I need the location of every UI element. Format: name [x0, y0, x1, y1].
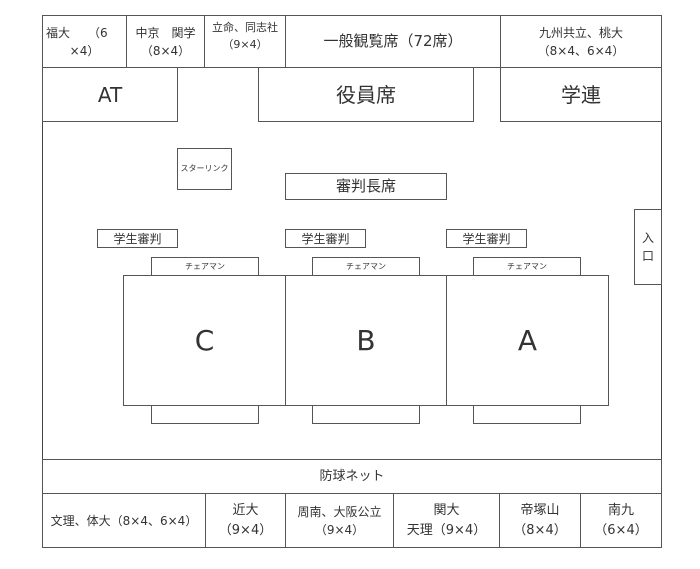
- label: 入: [641, 231, 654, 245]
- label: 九州共立、桃大: [538, 25, 623, 40]
- label: 帝塚山: [520, 503, 560, 518]
- seat-kyushu: 九州共立、桃大 （8×4、6×4）: [500, 15, 662, 68]
- label: （8×4）: [140, 43, 191, 58]
- seat-kindai: 近大 （9×4）: [205, 493, 286, 548]
- court-c: C: [123, 275, 286, 406]
- bench-a: [473, 405, 581, 424]
- label: ×4）: [69, 43, 100, 58]
- general-seating: 一般観覧席（72席）: [285, 15, 501, 68]
- court-a: A: [446, 275, 609, 406]
- bench-b: [312, 405, 420, 424]
- student-referee-a: 学生審判: [446, 229, 527, 248]
- label: （9×4）: [314, 522, 365, 537]
- seat-bunri-taidai: 文理、体大（8×4、6×4）: [42, 493, 206, 548]
- bench-c: [151, 405, 259, 424]
- chairman-b: チェアマン: [312, 257, 420, 276]
- entrance: 入 口: [634, 209, 662, 285]
- officials-seat: 役員席: [258, 67, 474, 122]
- seat-tezukayama: 帝塚山 （8×4）: [499, 493, 581, 548]
- label: 中京 関学: [135, 25, 196, 40]
- label: 近大: [232, 503, 259, 518]
- label: 南九: [607, 503, 634, 518]
- student-referee-c: 学生審判: [97, 229, 178, 248]
- chairman-c: チェアマン: [151, 257, 259, 276]
- seat-ritsumei: 立命、同志社 （9×4）: [204, 15, 286, 68]
- gakuren-seat: 学連: [500, 67, 662, 122]
- star-link: スターリンク: [177, 148, 232, 190]
- seat-fukudai: 福大 （6 ×4）: [42, 15, 127, 68]
- label: （6×4）: [594, 522, 648, 538]
- label: 周南、大阪公立: [297, 504, 382, 519]
- label: 天理（9×4）: [406, 522, 487, 538]
- label: （8×4、6×4）: [537, 43, 625, 58]
- seat-kandai-tenri: 関大 天理（9×4）: [393, 493, 500, 548]
- court-b: B: [285, 275, 447, 406]
- label: 関大: [433, 503, 460, 518]
- ball-net: 防球ネット: [42, 459, 662, 494]
- seat-shunan-osaka: 周南、大阪公立 （9×4）: [285, 493, 394, 548]
- label: （9×4）: [218, 522, 273, 538]
- at-area: AT: [42, 67, 178, 122]
- label: 福大 （6: [46, 25, 108, 40]
- seat-chukyo-kangaku: 中京 関学 （8×4）: [126, 15, 205, 68]
- label: 口: [641, 249, 654, 263]
- label: （9×4）: [222, 37, 268, 51]
- head-referee-seat: 審判長席: [285, 173, 447, 200]
- seat-nankyu: 南九 （6×4）: [580, 493, 662, 548]
- student-referee-b: 学生審判: [285, 229, 366, 248]
- label: （8×4）: [513, 522, 567, 538]
- label: 立命、同志社: [212, 21, 278, 34]
- chairman-a: チェアマン: [473, 257, 581, 276]
